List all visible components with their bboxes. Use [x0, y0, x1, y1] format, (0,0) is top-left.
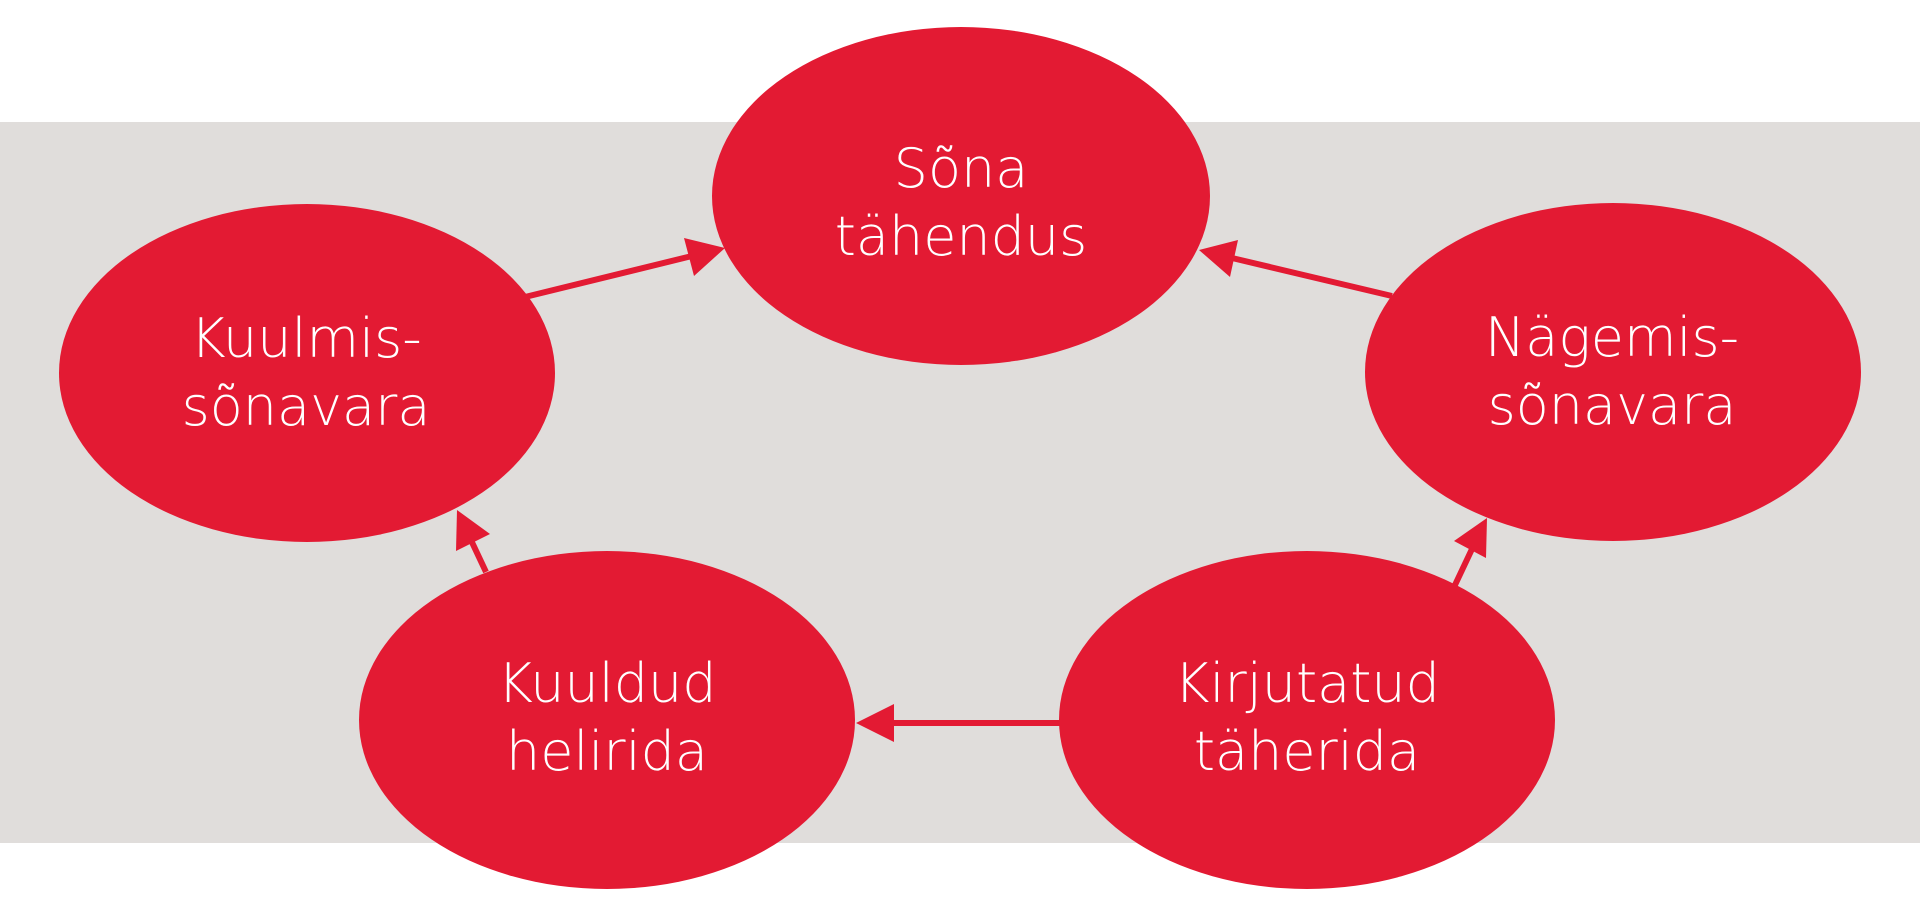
label-line: helirida	[505, 720, 709, 783]
arrow-heard-to-auditory	[456, 510, 490, 574]
label-written-letters: Kirjutatud täherida	[1174, 650, 1440, 786]
label-line: tähendus	[834, 205, 1088, 268]
node-heard-sounds	[359, 551, 855, 889]
node-written-letters	[1059, 551, 1555, 889]
label-line: sõnavara	[1487, 374, 1737, 437]
label-line: Sõna	[893, 137, 1029, 200]
node-meaning	[712, 27, 1210, 365]
arrow-written-to-visual	[1452, 518, 1487, 587]
label-line: Kuuldud	[497, 652, 717, 715]
label-line: Nägemis-	[1484, 306, 1740, 369]
node-visual-vocab	[1365, 203, 1861, 541]
label-line: täherida	[1193, 720, 1421, 783]
label-visual-vocab: Nägemis- sõnavara	[1485, 304, 1739, 440]
arrow-written-to-heard	[856, 704, 1060, 742]
node-auditory-vocab	[59, 204, 555, 542]
label-auditory-vocab: Kuulmis- sõnavara	[182, 305, 431, 441]
label-line: sõnavara	[181, 375, 431, 438]
label-meaning: Sõna tähendus	[835, 135, 1088, 271]
label-line: Kuulmis-	[190, 307, 422, 370]
label-heard-sounds: Kuuldud helirida	[498, 650, 717, 786]
label-line: Kirjutatud	[1174, 652, 1440, 715]
arrow-auditory-to-meaning	[524, 238, 725, 300]
arrow-visual-to-meaning	[1199, 240, 1393, 299]
